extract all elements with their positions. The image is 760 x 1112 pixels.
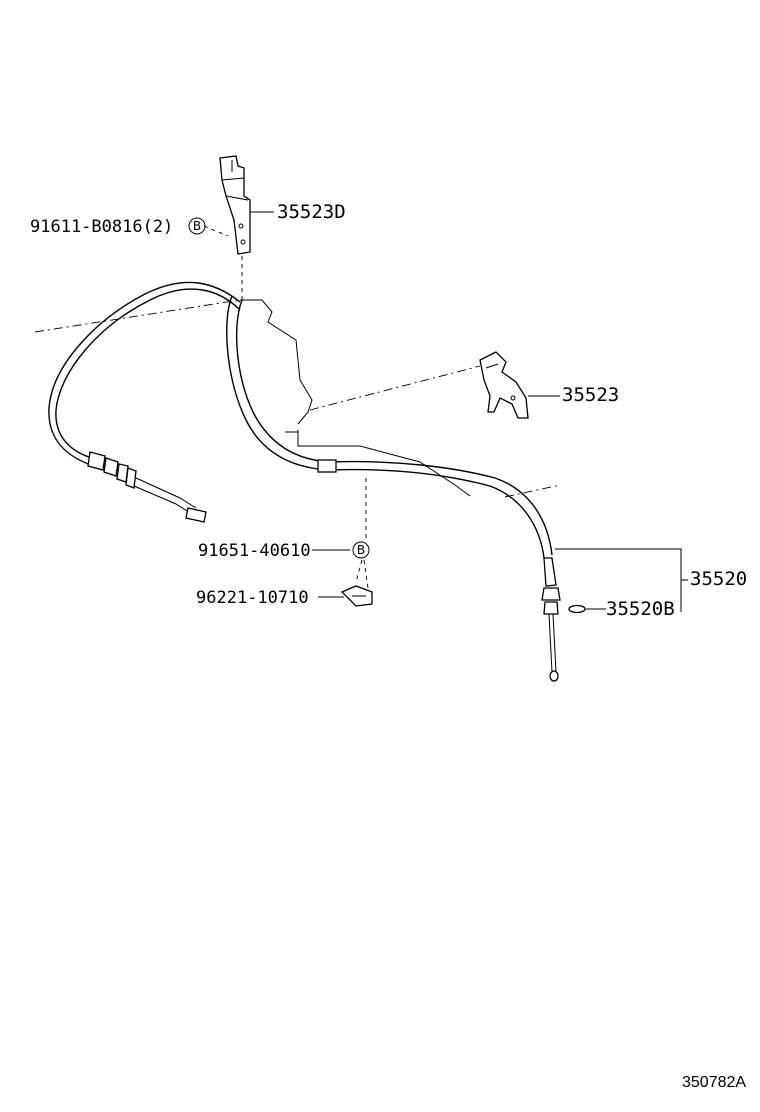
label-91651-40610: 91651-40610 [198, 541, 311, 561]
circle-mark-lower-text: B [357, 543, 365, 557]
label-91611-b0816: 91611-B0816(2) [30, 217, 173, 237]
ring-35520b [568, 604, 586, 614]
nut-clip-assembly [340, 478, 373, 607]
body-outline [34, 299, 561, 498]
parking-brake-cable [48, 281, 561, 682]
circle-mark-lower: B [352, 541, 370, 559]
label-35520b: 35520B [606, 598, 675, 620]
leader-lines [250, 211, 688, 612]
circle-mark-upper-text: B [193, 219, 201, 233]
label-35523: 35523 [562, 384, 619, 406]
figure-reference-number: 350782A [682, 1074, 746, 1091]
label-96221-10710: 96221-10710 [196, 588, 309, 608]
label-35523d: 35523D [277, 201, 346, 223]
circle-mark-upper: B [188, 217, 206, 235]
clamp-35523 [479, 351, 529, 419]
bracket-35523d [203, 155, 251, 300]
label-35520: 35520 [690, 568, 747, 590]
